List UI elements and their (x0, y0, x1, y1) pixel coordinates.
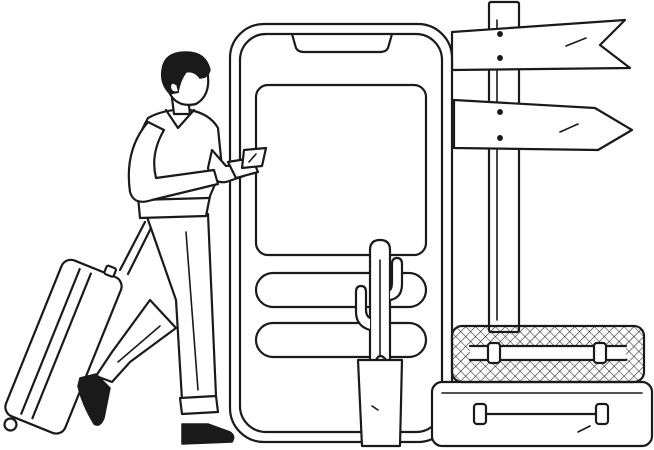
sign-board-top (450, 18, 632, 72)
phone-body (228, 22, 454, 444)
phone-button-1 (254, 271, 428, 309)
phone-notch (290, 32, 394, 54)
traveler-back-shoe (77, 373, 111, 426)
cactus-arm-right (388, 256, 404, 302)
smartphone-icon (228, 22, 454, 444)
handheld-phone-icon (240, 146, 268, 170)
rolling-suitcase-icon (3, 220, 154, 435)
traveler-back-leg (94, 298, 178, 384)
cactus-pot (356, 358, 404, 448)
signpost-icon (450, 0, 634, 334)
suitcase-wheel (3, 417, 18, 432)
traveler-front-shoe (181, 423, 235, 445)
suitcase-top (450, 324, 646, 384)
traveler-arm (127, 120, 220, 203)
traveler-icon (77, 51, 268, 445)
cactus-arm-left (354, 284, 372, 332)
stacked-suitcases-icon (430, 324, 654, 448)
sign-board-bottom (452, 98, 634, 152)
cactus-icon (354, 238, 404, 448)
phone-button-2 (254, 321, 428, 359)
rolling-suitcase-body (4, 258, 123, 435)
